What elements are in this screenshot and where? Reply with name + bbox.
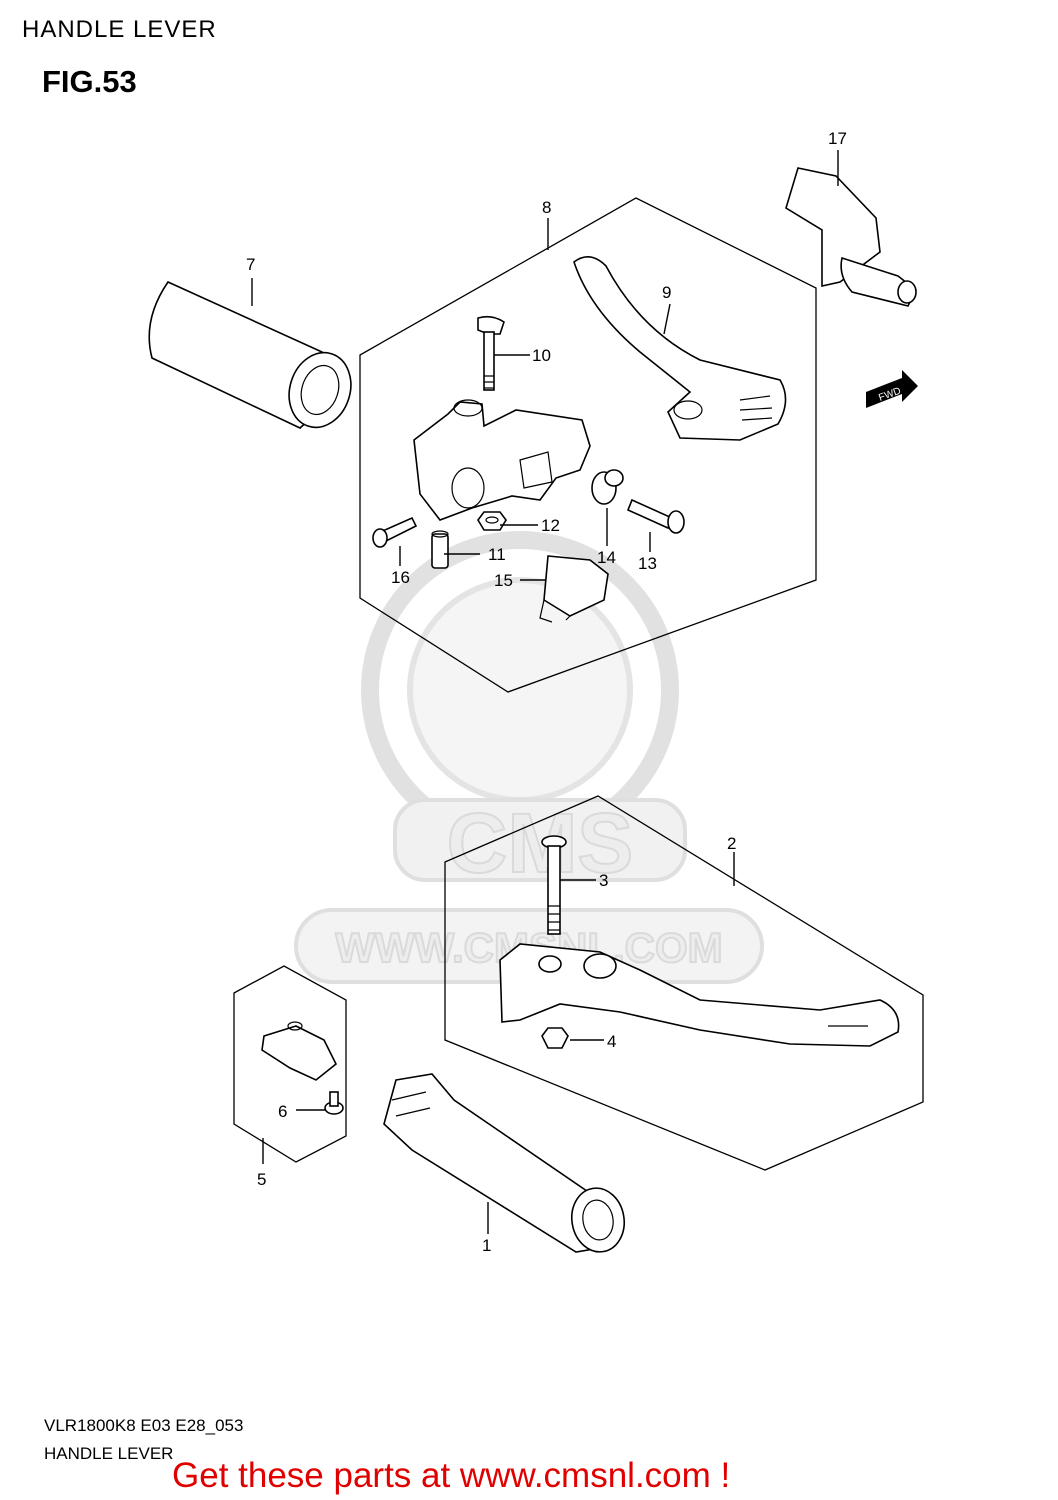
callout-13: 13 <box>638 554 657 573</box>
footer-diagram-name: HANDLE LEVER <box>44 1444 174 1463</box>
watermark-logo: CMS WWW.CMSNL.COM <box>294 531 764 984</box>
callout-labels: 1 2 3 4 5 6 7 8 9 10 11 12 13 14 15 16 1… <box>246 129 847 1255</box>
callout-10: 10 <box>532 346 551 365</box>
header-title: HANDLE LEVER <box>22 16 217 43</box>
clutch-bracket-housing <box>413 399 591 521</box>
callout-9: 9 <box>662 283 671 302</box>
handlebar-end-part-17 <box>785 167 918 307</box>
callout-12: 12 <box>541 516 560 535</box>
figure-title: FIG.53 <box>42 64 137 99</box>
cta-link-text[interactable]: Get these parts at www.cmsnl.com ! <box>172 1456 731 1495</box>
callout-1: 1 <box>482 1236 491 1255</box>
watermark-logo-text: CMS <box>447 796 634 890</box>
collar-part-11 <box>431 530 449 569</box>
callout-5: 5 <box>257 1170 266 1189</box>
footer-diagram-code: VLR1800K8 E03 E28_053 <box>44 1416 244 1435</box>
callout-3: 3 <box>599 871 608 890</box>
nut-part-12 <box>477 511 507 531</box>
callout-11: 11 <box>488 545 506 564</box>
callout-8: 8 <box>542 198 551 217</box>
callout-17: 17 <box>828 129 847 148</box>
leader-lines <box>251 150 839 1234</box>
pivot-bolt-part-3 <box>541 835 567 935</box>
callout-7: 7 <box>246 255 255 274</box>
callout-15: 15 <box>494 571 513 590</box>
callout-2: 2 <box>727 834 736 853</box>
group-box-2 <box>444 795 924 1171</box>
callout-4: 4 <box>607 1032 616 1051</box>
clutch-lever-part-9 <box>573 256 787 441</box>
callout-6: 6 <box>278 1102 287 1121</box>
nut-part-4 <box>541 1027 569 1049</box>
callout-14: 14 <box>597 548 616 567</box>
callout-16: 16 <box>391 568 410 587</box>
fwd-direction-badge: FWD <box>866 370 918 408</box>
clutch-switch-part-15 <box>539 555 609 623</box>
brake-lever-part-2 <box>499 943 900 1047</box>
grip-left-part-7 <box>148 280 352 429</box>
adjuster-part-14 <box>591 469 624 505</box>
screw-part-13 <box>626 498 685 534</box>
screw-part-6 <box>324 1091 344 1115</box>
brake-switch-part-5 <box>261 1021 338 1081</box>
throttle-grip-part-1 <box>383 1073 626 1253</box>
group-box-8 <box>359 197 817 693</box>
group-box-5 <box>233 965 347 1163</box>
pivot-bolt-part-10 <box>477 315 505 391</box>
screw-part-16 <box>372 516 418 548</box>
